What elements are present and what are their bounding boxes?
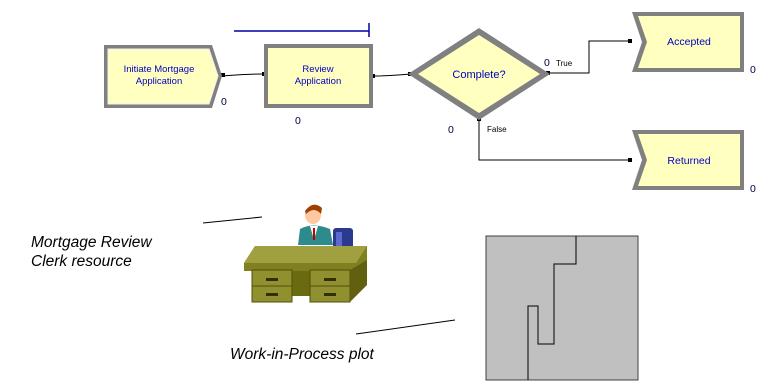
connector-initiate-review xyxy=(221,73,265,77)
wip-plot xyxy=(485,235,639,381)
initiate-count: 0 xyxy=(221,96,227,108)
connector-review-decide xyxy=(373,73,412,77)
connector-false-returned xyxy=(478,119,632,161)
connector-true-accepted xyxy=(549,40,632,74)
decide-count-true: 0 xyxy=(544,57,550,69)
initiate-label-line2: Application xyxy=(136,76,182,87)
initiate-label-line1: Initiate Mortgage xyxy=(124,64,195,75)
leader-clerk xyxy=(202,216,263,224)
clerk-resource-picture xyxy=(244,204,367,303)
decide-false-label: False xyxy=(487,125,507,134)
connector-lines xyxy=(202,40,632,335)
create-module-initiate[interactable]: Initiate Mortgage Application 0 xyxy=(104,45,227,108)
review-queue-indicator xyxy=(234,23,370,37)
decide-true-label: True xyxy=(556,59,573,68)
process-module-review[interactable]: Review Application 0 xyxy=(264,44,373,127)
clerk-resource-annotation: Mortgage Review Clerk resource xyxy=(31,233,152,271)
wip-plot-line xyxy=(527,236,577,380)
dispose-module-returned[interactable]: Returned 0 xyxy=(632,130,756,195)
wip-plot-annotation: Work-in-Process plot xyxy=(230,346,374,363)
review-label-line1: Review xyxy=(302,64,333,75)
returned-count: 0 xyxy=(750,183,756,195)
accepted-label: Accepted xyxy=(667,36,711,48)
review-count: 0 xyxy=(295,115,301,127)
clerk-annotation-line2: Clerk resource xyxy=(31,253,132,270)
leader-wip xyxy=(355,319,456,335)
returned-label: Returned xyxy=(667,155,710,167)
decide-count-false: 0 xyxy=(448,124,454,136)
decide-label: Complete? xyxy=(452,69,505,81)
decide-module-complete[interactable]: Complete? 0 True 0 False xyxy=(408,28,573,136)
accepted-count: 0 xyxy=(750,64,756,76)
clerk-annotation-line1: Mortgage Review xyxy=(31,234,152,251)
dispose-module-accepted[interactable]: Accepted 0 xyxy=(632,12,756,76)
review-label-line2: Application xyxy=(295,76,341,87)
